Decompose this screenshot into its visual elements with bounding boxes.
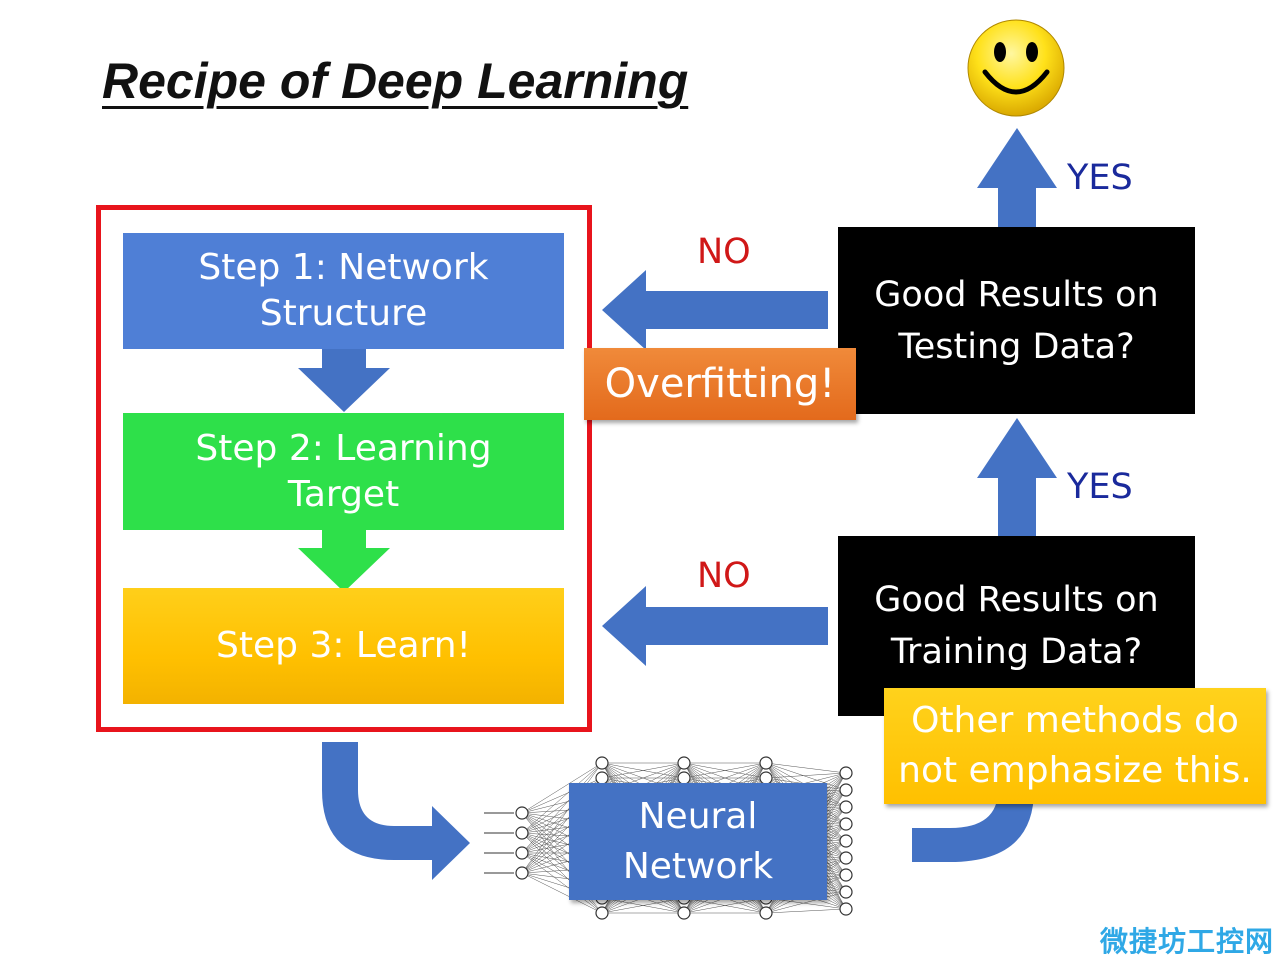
nn-node [677, 756, 691, 770]
nn-node [515, 846, 529, 860]
yes-label-training: YES [1067, 467, 1133, 507]
nn-connection [765, 762, 847, 791]
yes-label-testing: YES [1067, 158, 1133, 198]
nn-connection [521, 872, 603, 914]
nn-node [839, 817, 853, 831]
step1-network-structure: Step 1: Network Structure [123, 233, 564, 349]
other-methods-callout: Other methods do not emphasize this. [884, 688, 1266, 804]
nn-node [839, 783, 853, 797]
nn-node [595, 906, 609, 920]
nn-connection [683, 897, 767, 914]
nn-node [515, 866, 529, 880]
nn-node [839, 851, 853, 865]
arrow-up-yes-top [977, 128, 1057, 227]
nn-node [839, 868, 853, 882]
watermark-text: 微捷坊工控网 [1100, 925, 1275, 958]
nn-connection [521, 762, 603, 874]
testing-data-check: Good Results on Testing Data? [838, 227, 1195, 414]
nn-connection [765, 762, 847, 774]
arrow-left-no-top [602, 270, 828, 350]
arrow-down-step2-step3 [298, 530, 390, 592]
neural-network-box: Neural Network [569, 783, 827, 900]
nn-connection [601, 762, 685, 779]
step2-learning-target: Step 2: Learning Target [123, 413, 564, 530]
nn-connection [765, 891, 847, 914]
no-label-testing: NO [697, 232, 751, 272]
arrow-up-yes-bottom [977, 418, 1057, 536]
nn-connection [521, 762, 603, 854]
nn-node [515, 826, 529, 840]
nn-node [759, 756, 773, 770]
nn-connection [521, 762, 603, 834]
nn-connection [521, 762, 603, 814]
arrow-down-step1-step2 [298, 349, 390, 412]
nn-connection [601, 897, 685, 914]
arrow-curve-to-network [322, 742, 470, 880]
nn-node [595, 756, 609, 770]
steps-frame [96, 205, 592, 732]
nn-node [515, 806, 529, 820]
nn-node [839, 902, 853, 916]
no-label-training: NO [697, 556, 751, 596]
nn-connection [765, 772, 847, 779]
nn-node [839, 800, 853, 814]
step3-learn: Step 3: Learn! [123, 588, 564, 704]
nn-node [839, 766, 853, 780]
page-title: Recipe of Deep Learning [102, 53, 689, 109]
smiley-face-icon [967, 19, 1065, 117]
nn-connection [765, 908, 847, 914]
training-data-check: Good Results on Training Data? [838, 536, 1195, 716]
nn-connection [521, 852, 603, 914]
nn-node [759, 906, 773, 920]
nn-node [839, 834, 853, 848]
arrow-left-no-bottom [602, 586, 828, 666]
nn-connection [683, 762, 767, 779]
nn-node [839, 885, 853, 899]
overfitting-callout: Overfitting! [584, 348, 856, 420]
nn-node [677, 906, 691, 920]
